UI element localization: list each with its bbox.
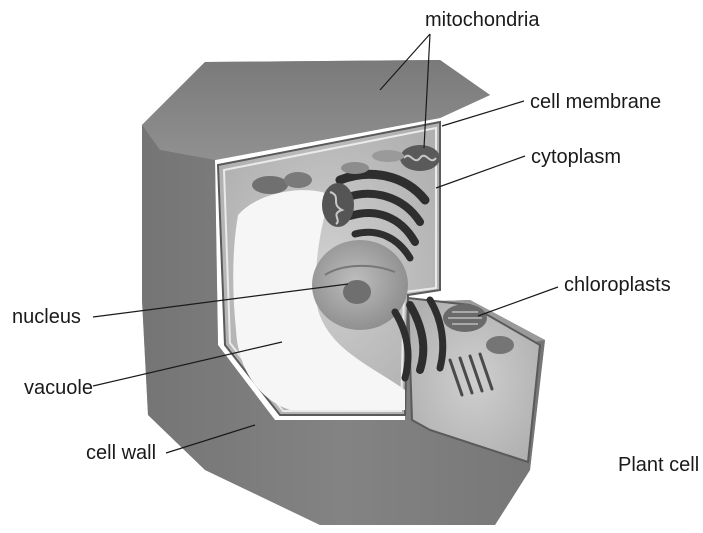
label-chloroplasts: chloroplasts: [564, 274, 671, 296]
label-cell-wall: cell wall: [86, 442, 156, 464]
leader-cytoplasm: [436, 156, 525, 188]
label-cytoplasm: cytoplasm: [531, 146, 621, 168]
figure-caption: Plant cell: [618, 454, 699, 476]
label-cell-membrane: cell membrane: [530, 91, 661, 113]
label-mitochondria: mitochondria: [425, 9, 540, 31]
label-vacuole: vacuole: [24, 377, 93, 399]
leader-chloroplasts: [478, 287, 558, 316]
label-nucleus: nucleus: [12, 306, 81, 328]
